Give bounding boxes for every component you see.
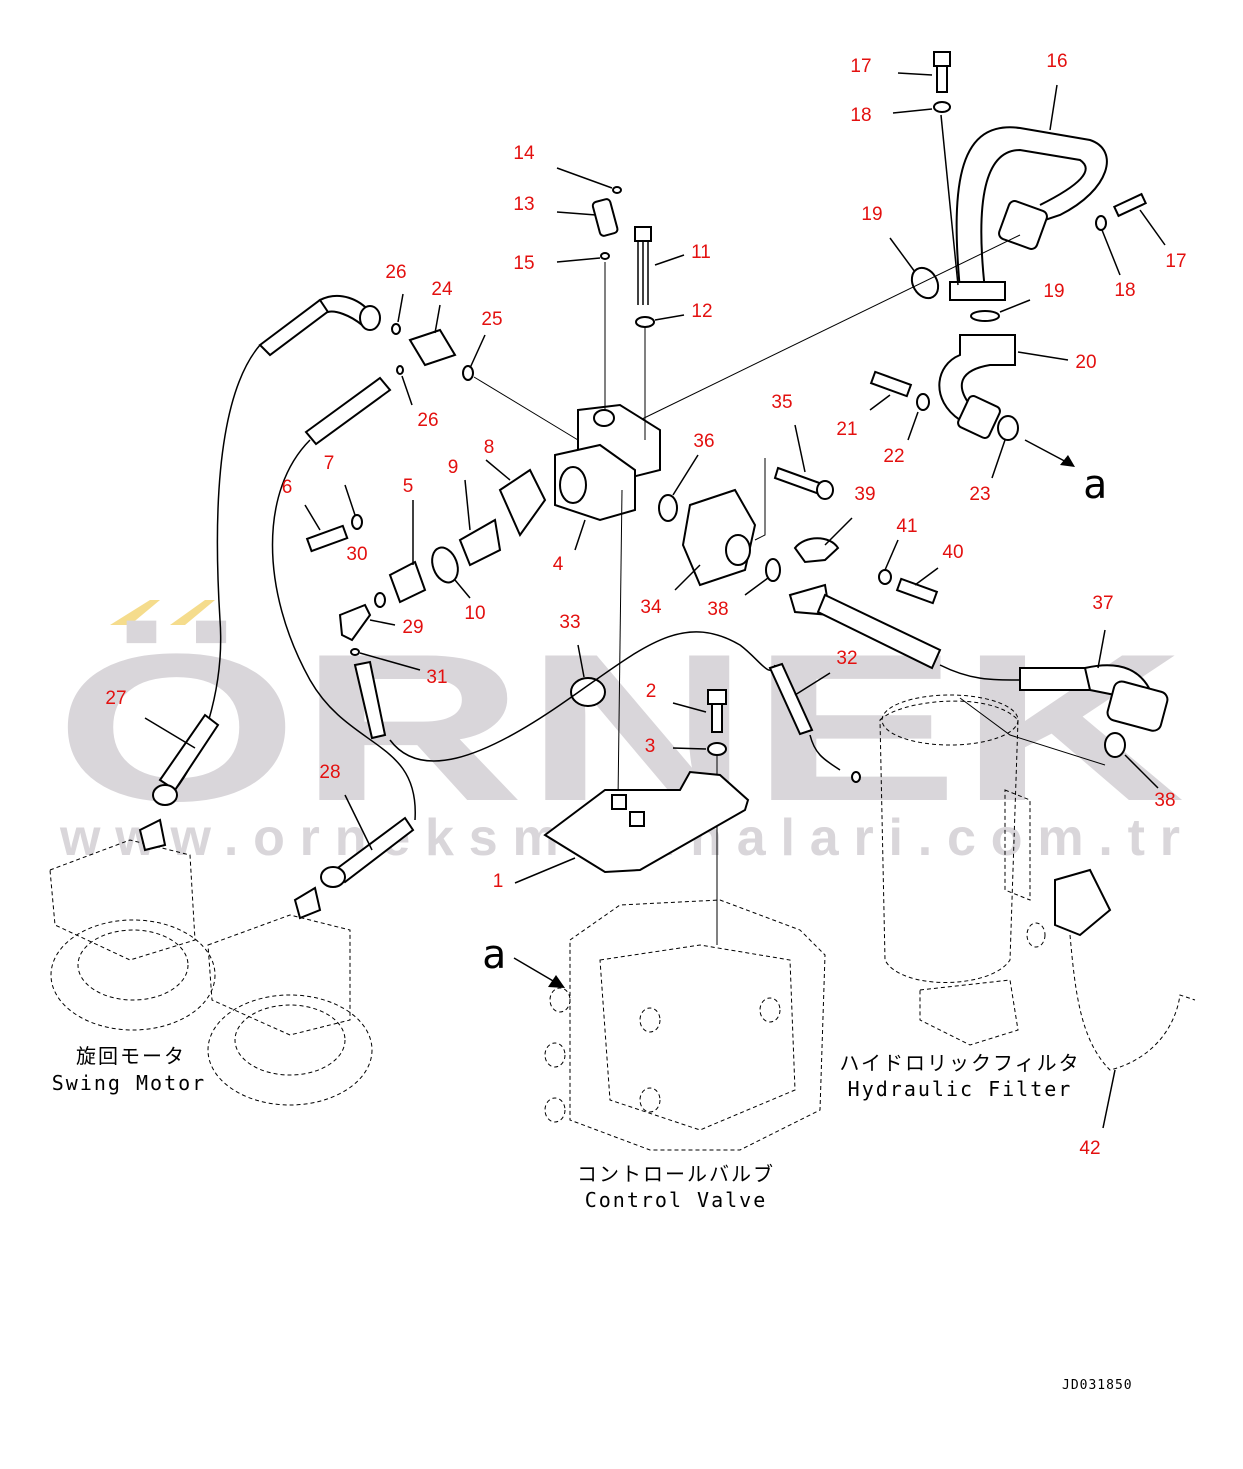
control-valve-caption-en: Control Valve [585, 1188, 768, 1212]
callout-22: 22 [883, 446, 904, 467]
part-drawings [49, 51, 1196, 1151]
callout-17b: 17 [1165, 251, 1186, 272]
callout-19b: 19 [1043, 281, 1064, 302]
callout-3: 3 [645, 736, 656, 757]
hose-37 [816, 593, 942, 670]
callout-14: 14 [513, 143, 535, 164]
callout-33: 33 [559, 612, 580, 633]
callout-1: 1 [493, 871, 504, 892]
callout-37: 37 [1092, 593, 1113, 614]
callout-20: 20 [1075, 352, 1096, 373]
callout-34: 34 [640, 597, 662, 618]
callout-23: 23 [969, 484, 990, 505]
hydraulic-filter-caption-en: Hydraulic Filter [848, 1077, 1073, 1101]
callout-11: 11 [691, 242, 711, 263]
callout-42: 42 [1079, 1138, 1100, 1159]
control-valve-drawing [544, 899, 826, 1151]
callout-4: 4 [553, 554, 564, 575]
callout-25: 25 [481, 309, 502, 330]
callouts: 17 16 18 14 13 19 11 17 15 26 24 18 19 2… [105, 51, 1186, 1159]
reference-a-filter: a [1083, 462, 1107, 508]
callout-30: 30 [346, 544, 367, 565]
callout-8: 8 [484, 437, 495, 458]
callout-18b: 18 [1114, 280, 1135, 301]
watermark-accent [110, 600, 160, 625]
pipe-16-inner [980, 148, 1087, 291]
swing-motor-caption-en: Swing Motor [52, 1071, 206, 1095]
watermark-accent [170, 600, 215, 625]
drawing-code: JD031850 [1062, 1378, 1133, 1393]
callout-9: 9 [448, 457, 459, 478]
callout-35: 35 [771, 392, 792, 413]
callout-36: 36 [693, 431, 714, 452]
callout-7: 7 [324, 453, 335, 474]
callout-29: 29 [402, 617, 423, 638]
hydraulic-filter-caption-jp: ハイドロリックフィルタ [839, 1051, 1080, 1075]
callout-27: 27 [105, 688, 126, 709]
callout-17: 17 [850, 56, 871, 77]
cap-8 [498, 468, 547, 538]
callout-5: 5 [403, 476, 414, 497]
callout-40: 40 [942, 542, 963, 563]
flange-16b [949, 281, 1006, 301]
callout-38b: 38 [1154, 790, 1175, 811]
reference-a-valve: a [482, 932, 506, 978]
callout-21: 21 [836, 419, 857, 440]
callout-16: 16 [1046, 51, 1067, 72]
callout-12: 12 [691, 301, 712, 322]
callout-24: 24 [431, 279, 453, 300]
swing-motor-caption-jp: 旋回モータ [76, 1044, 186, 1068]
callout-41: 41 [896, 516, 917, 537]
callout-15: 15 [513, 253, 534, 274]
hydraulic-filter-drawing [879, 694, 1196, 1129]
swing-motor-drawing [49, 818, 373, 1106]
callout-2: 2 [646, 681, 657, 702]
flange-16 [998, 200, 1048, 250]
callout-10: 10 [464, 603, 485, 624]
callout-18: 18 [850, 105, 871, 126]
callout-31: 31 [426, 667, 447, 688]
callout-19: 19 [861, 204, 882, 225]
control-valve-caption-jp: コントロールバルブ [577, 1162, 775, 1186]
callout-13: 13 [513, 194, 534, 215]
callout-38: 38 [707, 599, 728, 620]
callout-26: 26 [385, 262, 406, 283]
plate-1 [543, 770, 750, 874]
callout-6: 6 [282, 477, 293, 498]
callout-39: 39 [854, 484, 875, 505]
callout-32: 32 [836, 648, 857, 669]
callout-28: 28 [319, 762, 340, 783]
callout-26b: 26 [417, 410, 438, 431]
